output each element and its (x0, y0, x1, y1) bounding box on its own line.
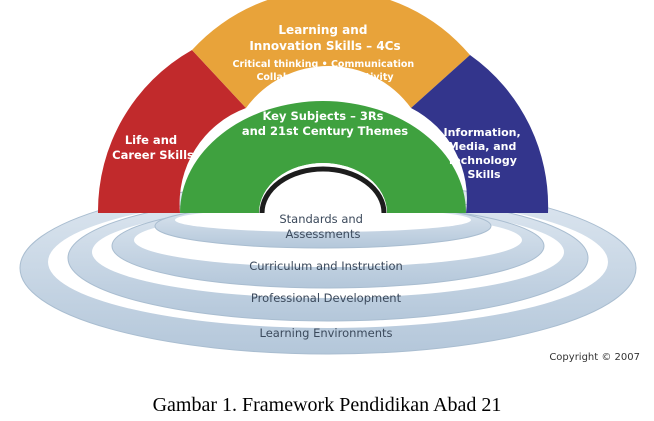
arc-inner-shadow (259, 166, 387, 214)
key-subjects-label: Key Subjects – 3Rs and 21st Century Them… (242, 109, 408, 138)
ring-standards-assessments-center (175, 208, 471, 232)
figure-caption: Gambar 1. Framework Pendidikan Abad 21 (152, 394, 502, 416)
life-career-label: Life and Career Skills (112, 133, 194, 162)
curriculum-instruction-label: Curriculum and Instruction (249, 259, 403, 273)
information-media-label: Information, Media, and Technology Skill… (443, 126, 524, 181)
arc-life-career (97, 50, 247, 213)
arc-key-subjects (180, 101, 466, 213)
support-rings (19, 181, 637, 355)
professional-development-label: Professional Development (251, 291, 402, 305)
arc-information-media (411, 55, 549, 213)
arc-learning-innovation (192, 0, 470, 108)
standards-assessments-label: Standards and Assessments (279, 212, 366, 241)
learning-innovation-title: Learning and Innovation Skills – 4Cs (249, 23, 400, 53)
rainbow-arcs (97, 0, 549, 214)
learning-environments-label: Learning Environments (259, 326, 392, 340)
copyright-text: Copyright © 2007 (549, 352, 640, 363)
learning-innovation-details: Critical thinking • Communication Collab… (233, 59, 418, 83)
